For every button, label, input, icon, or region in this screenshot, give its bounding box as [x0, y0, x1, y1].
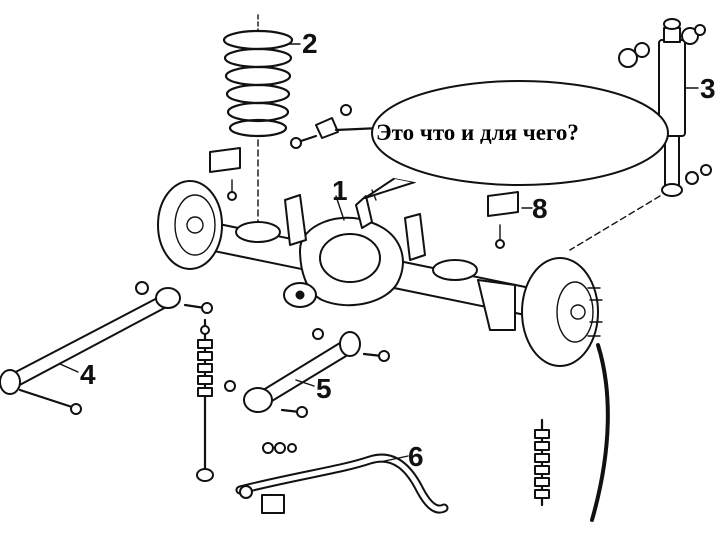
callout-label-3: 3	[700, 73, 716, 104]
right-brake-drum	[521, 257, 603, 367]
speech-bubble-text: Это что и для чего?	[376, 120, 579, 145]
shock-absorber	[569, 18, 712, 251]
callout-label-6: 6	[408, 441, 424, 472]
coil-spring	[222, 14, 294, 223]
stabilizer-link-left	[196, 318, 214, 482]
lower-control-arm	[0, 281, 213, 415]
callout-label-5: 5	[316, 373, 332, 404]
callout-label-8: 8	[532, 193, 548, 224]
callout-label-1: 1	[332, 175, 348, 206]
stabilizer-bar	[235, 453, 449, 514]
brake-line	[590, 343, 610, 522]
left-brake-drum	[157, 180, 223, 270]
rear-axle-housing	[174, 147, 541, 331]
callout-label-4: 4	[80, 359, 96, 390]
callout-label-2: 2	[302, 28, 318, 59]
leader-lines	[59, 43, 699, 463]
stabilizer-link-right	[534, 418, 550, 507]
speech-bubble: Это что и для чего?	[364, 80, 669, 199]
upper-control-arm	[224, 328, 390, 418]
